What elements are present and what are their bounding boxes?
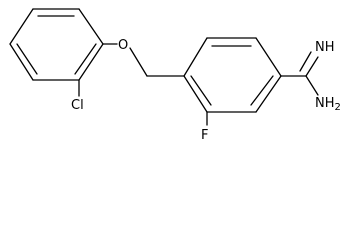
imine-label: NH — [315, 40, 335, 55]
bond-oxygen-ch2 — [129, 47, 148, 77]
bond — [9, 43, 34, 81]
chlorine-label: Cl — [71, 98, 84, 113]
bond-inner — [74, 43, 97, 75]
bond — [255, 37, 282, 77]
amine-label: NH2 — [315, 96, 341, 113]
bond — [78, 8, 104, 45]
bond-inner — [16, 43, 38, 75]
bond-amidine-imine — [305, 56, 319, 77]
oxygen-label: O — [118, 38, 128, 53]
fluorine-label: F — [201, 128, 208, 143]
bond-amidine-imine-second — [299, 51, 312, 72]
bond — [9, 8, 34, 45]
molecule-structure-diagram: O Cl F NH NH2 — [9, 8, 341, 143]
bond — [183, 75, 208, 113]
bond — [183, 37, 208, 77]
amine-label-main: NH — [315, 96, 335, 111]
bond-amidine-amine — [305, 75, 319, 96]
chlorophenyl-ring — [9, 8, 104, 81]
bond-inner — [190, 75, 212, 106]
bond — [255, 75, 282, 113]
bond-inner — [250, 75, 274, 106]
fluorophenyl-ring — [183, 37, 282, 113]
amine-label-subscript: 2 — [335, 102, 341, 113]
bond — [78, 43, 104, 81]
